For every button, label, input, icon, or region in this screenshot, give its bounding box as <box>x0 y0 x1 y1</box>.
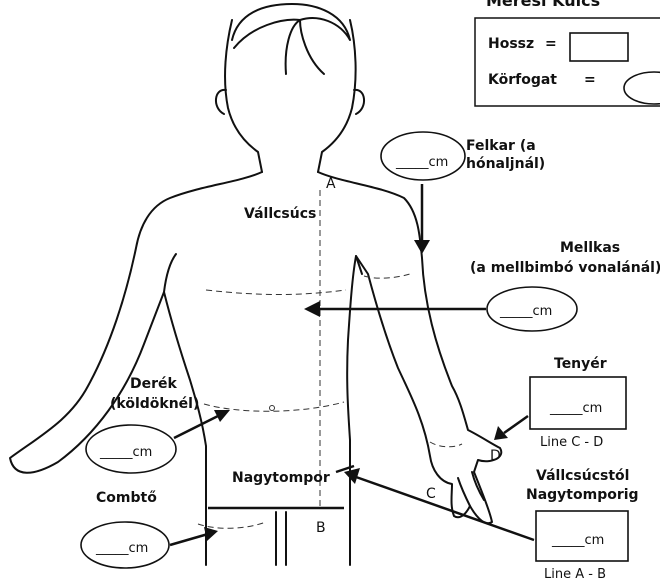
thigh-field[interactable] <box>80 521 170 569</box>
right-armpit-line <box>355 255 363 275</box>
upper-arm-value: _____cm <box>395 155 448 170</box>
chest-callout: Mellkas (a mellbimbó vonalánál) _____cm <box>304 240 660 332</box>
palm-arrowhead <box>494 426 508 440</box>
palm-callout: Tenyér _____cm Line C - D <box>494 356 627 450</box>
waist-line <box>203 401 345 412</box>
thigh-label: Combtő <box>96 490 157 506</box>
palm-label: Tenyér <box>554 356 607 372</box>
legend-length-eq: = <box>545 36 557 52</box>
shoulder-tip-label: Vállcsúcs <box>244 206 316 222</box>
legend-title: Mérési Kulcs <box>486 0 600 10</box>
torso-arms-outline <box>9 171 503 566</box>
chest-value: _____cm <box>499 304 552 319</box>
point-d-label: D <box>490 448 501 464</box>
hip-label: Nagytompor <box>232 470 330 486</box>
point-a-label: A <box>326 176 336 192</box>
chest-field[interactable] <box>486 286 578 332</box>
shoulder-hip-callout: Vállcsúcstól Nagytomporig _____cm Line A… <box>335 464 639 582</box>
point-b-label: B <box>316 520 326 536</box>
left-ear <box>215 88 227 115</box>
thigh-line <box>197 521 267 529</box>
upper-arm-field[interactable] <box>380 131 466 181</box>
upper-arm-callout: _____cm Felkar (a hónaljnál) <box>380 131 545 254</box>
leg-gap <box>275 511 287 566</box>
legend-circ-label: Körfogat <box>488 72 557 88</box>
shoulder-hip-arrow <box>355 475 535 542</box>
chest-label-2: (a mellbimbó vonalánál) <box>470 260 660 276</box>
waist-arrow <box>173 413 221 440</box>
chest-label-1: Mellkas <box>560 240 620 256</box>
thigh-arrowhead <box>204 527 218 541</box>
measurement-key: Mérési Kulcs Hossz = Körfogat = <box>474 0 660 107</box>
palm-value: _____cm <box>549 401 602 416</box>
thigh-value: _____cm <box>95 541 148 556</box>
waist-label-2: (köldöknél) <box>110 396 199 412</box>
shoulder-hip-arrowhead <box>344 468 360 484</box>
shoulder-hip-label-2: Nagytomporig <box>526 487 639 503</box>
right-ear <box>353 88 365 115</box>
palm-field[interactable] <box>529 376 627 430</box>
hand-fingers <box>457 471 485 507</box>
shoulder-hip-field[interactable] <box>535 510 629 562</box>
wrist-line <box>429 441 463 448</box>
waist-label-1: Derék <box>130 376 178 392</box>
palm-arrow <box>503 414 529 435</box>
dashed-measure-lines <box>197 190 463 529</box>
point-c-label: C <box>426 486 436 502</box>
waist-field[interactable] <box>85 424 177 474</box>
navel-marker <box>269 405 275 411</box>
upper-arm-arrowhead <box>414 240 430 254</box>
hip-arrow <box>335 464 355 474</box>
body-outline <box>9 3 503 566</box>
shoulder-hip-label-1: Vállcsúcstól <box>536 468 629 484</box>
shoulder-hip-line-label: Line A - B <box>544 567 606 582</box>
shoulder-hip-value: _____cm <box>551 533 604 548</box>
head-outline <box>224 19 357 173</box>
left-armpit-line <box>163 253 177 293</box>
upper-arm-label-1: Felkar (a <box>466 138 536 154</box>
waist-arrowhead <box>214 410 230 422</box>
waist-callout: Derék (köldöknél) _____cm <box>85 376 230 474</box>
thigh-arrow <box>169 532 209 547</box>
hair <box>231 3 351 75</box>
legend-circ-eq: = <box>584 72 596 88</box>
legend-length-box <box>569 32 629 62</box>
legend-circ-ellipse <box>623 71 660 105</box>
thigh-callout: Combtő _____cm <box>80 490 218 569</box>
waist-value: _____cm <box>99 445 152 460</box>
upper-arm-line <box>363 273 411 279</box>
legend-length-label: Hossz <box>488 36 534 52</box>
upper-arm-label-2: hónaljnál) <box>466 156 545 172</box>
palm-line-label: Line C - D <box>540 435 603 450</box>
chest-line <box>205 289 347 295</box>
chest-arrowhead <box>304 301 320 317</box>
